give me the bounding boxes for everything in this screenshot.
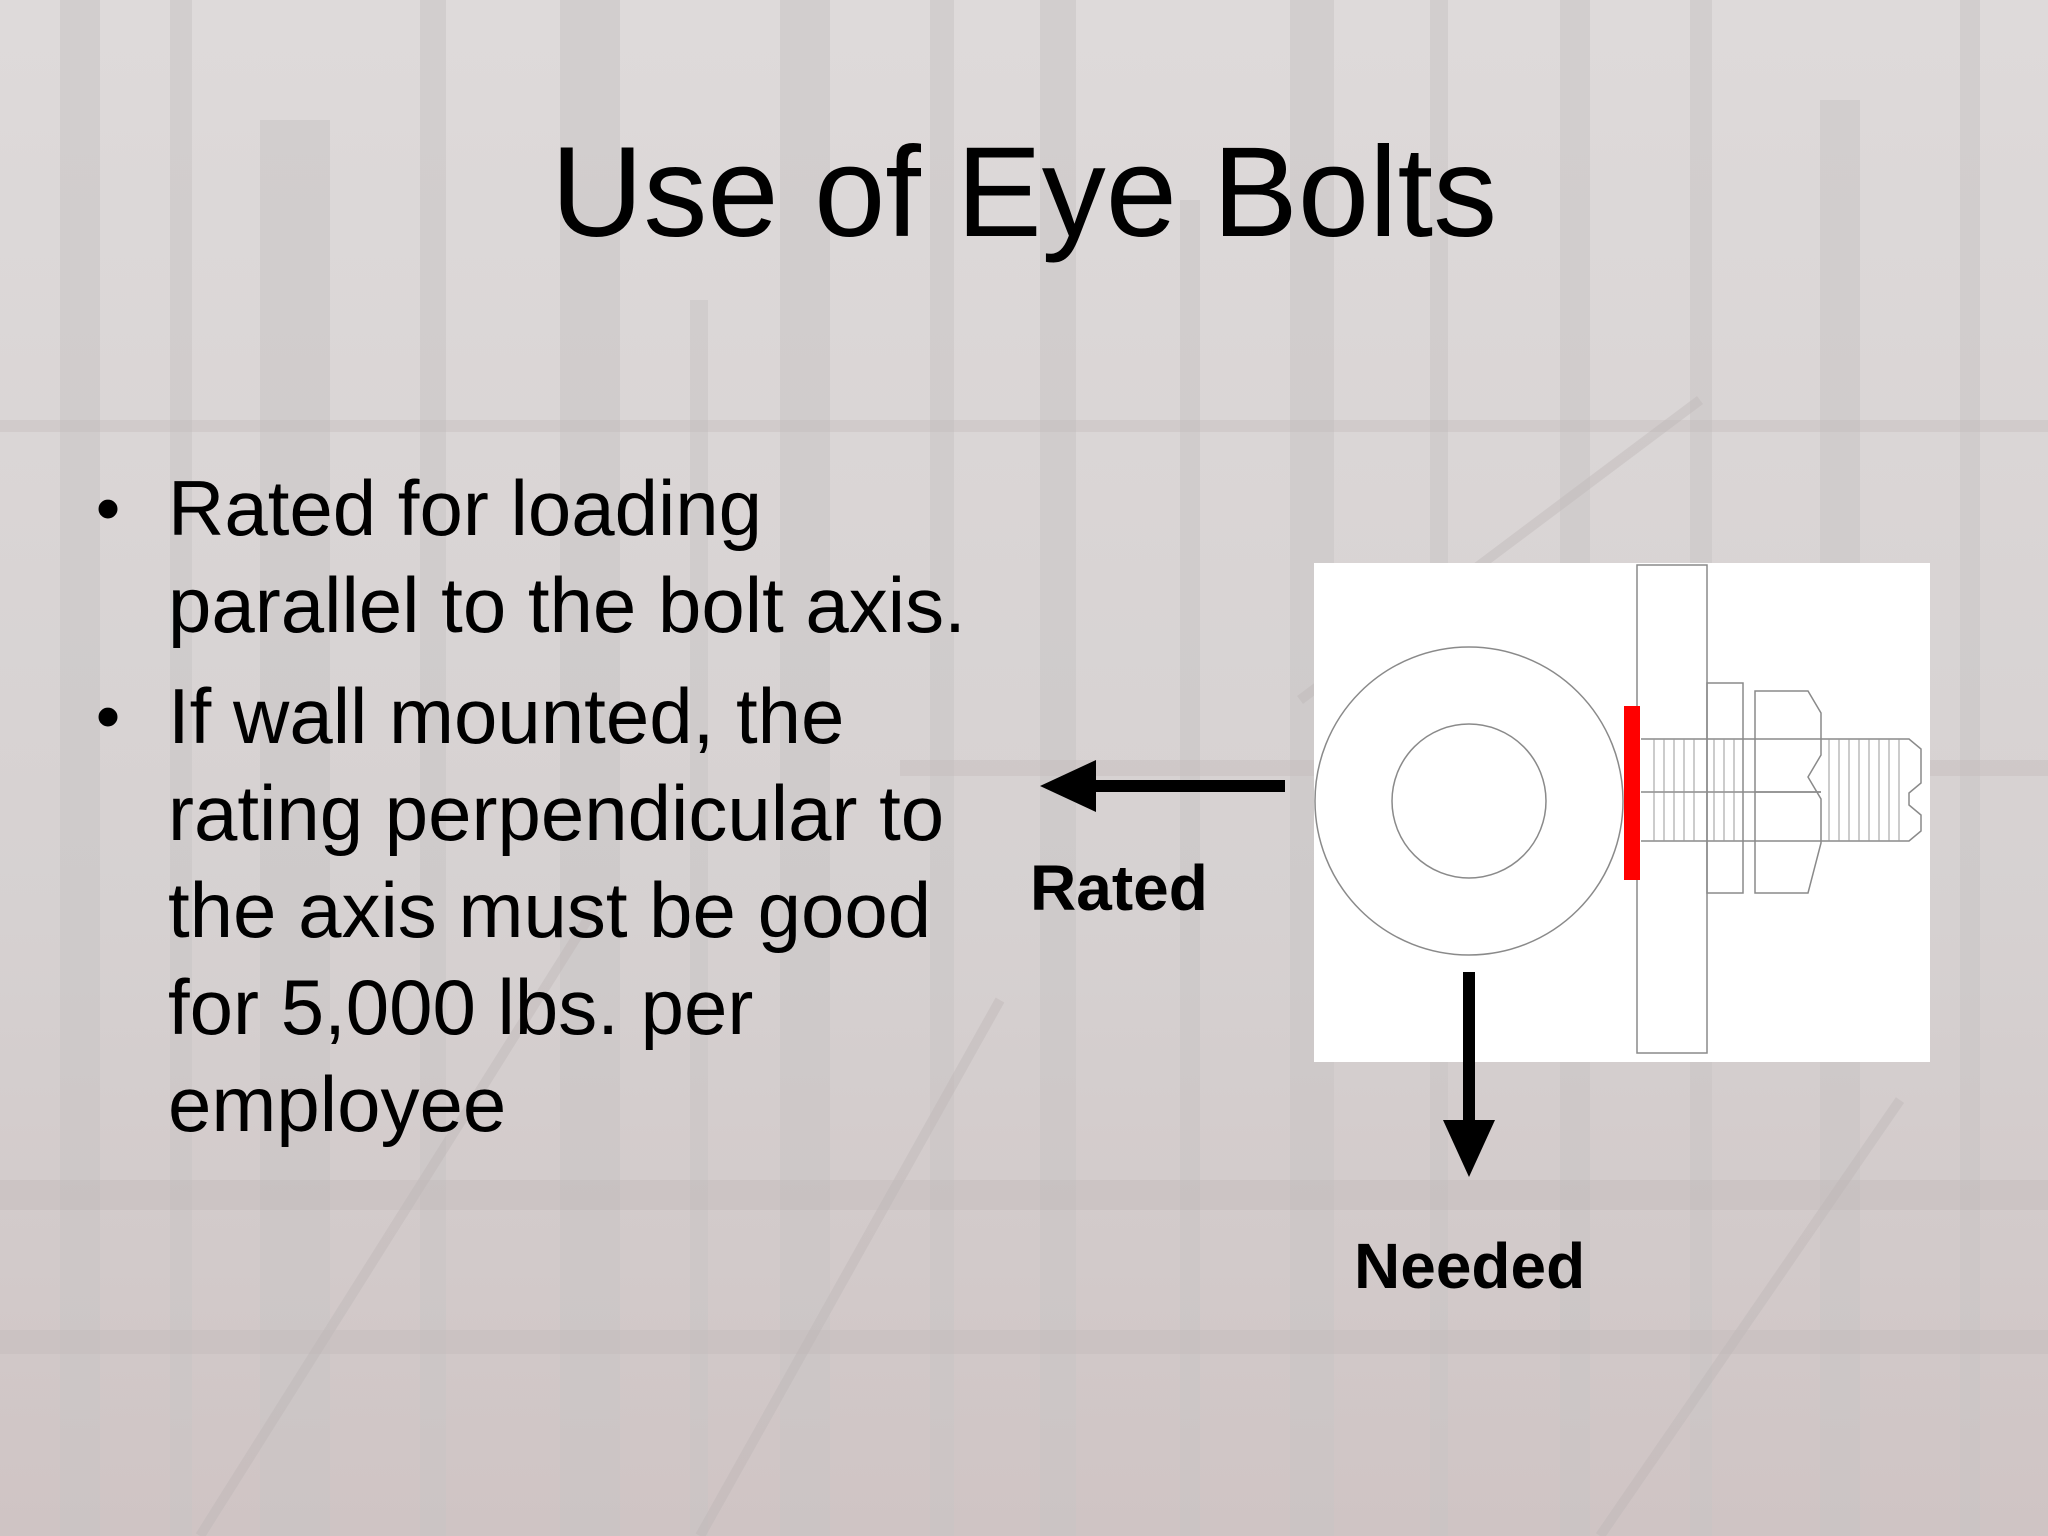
bullet-dot-icon: •	[95, 677, 121, 755]
rated-arrow-icon	[1040, 760, 1285, 812]
hex-nut	[1754, 690, 1822, 894]
bullet-text: Rated for loading parallel to the bolt a…	[168, 464, 966, 649]
eye-ring-outer	[1314, 646, 1624, 956]
washer	[1706, 682, 1744, 894]
bullet-dot-icon: •	[95, 469, 121, 547]
bullet-item: • Rated for loading parallel to the bolt…	[88, 460, 966, 654]
bullet-list: • Rated for loading parallel to the bolt…	[88, 460, 966, 1167]
slide-title: Use of Eye Bolts	[550, 121, 1498, 264]
eye-ring-inner	[1391, 723, 1547, 879]
threaded-shaft	[1641, 738, 1922, 842]
bullet-item: • If wall mounted, the rating perpendicu…	[88, 668, 948, 1153]
needed-label: Needed	[1354, 1230, 1586, 1302]
load-contact-highlight	[1624, 706, 1640, 880]
eye-bolt-diagram	[1314, 563, 1930, 1062]
thread-lines	[1653, 739, 1900, 841]
rated-label: Rated	[1030, 852, 1208, 924]
bullet-text: If wall mounted, the rating perpendicula…	[168, 672, 945, 1148]
needed-arrow-icon	[1443, 972, 1495, 1177]
